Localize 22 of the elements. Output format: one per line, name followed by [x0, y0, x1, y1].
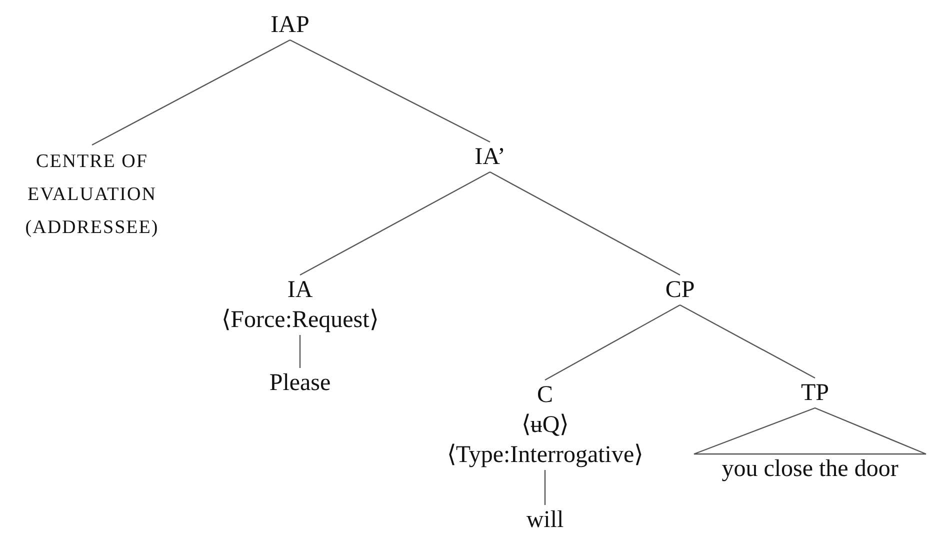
constituent-label: CENTRE OF EVALUATION (ADDRESSEE): [24, 150, 160, 240]
feature-label: ⟨Force:Request⟩: [222, 306, 378, 335]
branch-line: [299, 335, 301, 368]
branch-line: [490, 171, 680, 276]
phrase-label: IA: [287, 276, 313, 305]
phrase-label: CP: [665, 276, 695, 305]
branch-line: [680, 304, 816, 379]
branch-line: [290, 39, 490, 143]
word-label: Please: [269, 369, 331, 398]
triangle-branch: [693, 407, 927, 455]
branch-line: [300, 171, 490, 276]
branch-line: [544, 304, 680, 381]
phrase-text: you close the door: [722, 455, 898, 484]
branch-line: [544, 470, 546, 505]
phrase-label: IA’: [474, 143, 506, 172]
head-label: C: [536, 381, 553, 410]
phrase-label: IAP: [270, 11, 310, 40]
feature-label: ⟨Type:Interrogative⟩: [446, 441, 644, 470]
phrase-label: TP: [800, 379, 829, 408]
feature-label: ⟨ʉQ⟩: [521, 411, 569, 440]
branch-line: [92, 39, 290, 146]
word-label: will: [526, 506, 564, 533]
